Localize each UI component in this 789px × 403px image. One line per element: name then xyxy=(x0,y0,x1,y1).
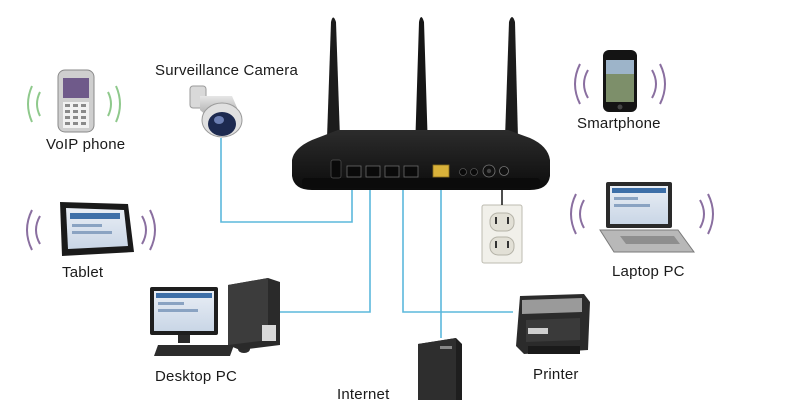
router-internet-port xyxy=(432,164,450,178)
voip-phone-icon xyxy=(27,69,121,133)
cable-printer xyxy=(402,178,513,313)
label-voip-phone: VoIP phone xyxy=(46,136,126,153)
laptop-pc-icon xyxy=(570,182,714,253)
cable-desktop xyxy=(280,178,371,313)
desktop-pc-icon xyxy=(150,278,280,356)
label-tablet: Tablet xyxy=(62,264,104,281)
label-surveillance-camera: Surveillance Camera xyxy=(155,62,299,79)
printer-icon xyxy=(516,294,590,354)
label-internet: Internet xyxy=(337,386,390,403)
wall-outlet xyxy=(481,190,523,264)
label-smartphone: Smartphone xyxy=(577,115,661,132)
cables xyxy=(220,138,513,338)
router-antennas xyxy=(327,17,518,150)
label-desktop-pc: Desktop PC xyxy=(155,368,238,385)
cable-camera xyxy=(220,138,353,223)
smartphone-icon xyxy=(574,50,666,112)
tablet-icon xyxy=(26,202,156,256)
router-ports xyxy=(330,159,509,179)
label-laptop-pc: Laptop PC xyxy=(612,263,685,280)
label-printer: Printer xyxy=(533,366,579,383)
router xyxy=(292,17,550,190)
surveillance-camera-icon xyxy=(189,85,243,138)
internet-modem-icon xyxy=(418,338,462,400)
